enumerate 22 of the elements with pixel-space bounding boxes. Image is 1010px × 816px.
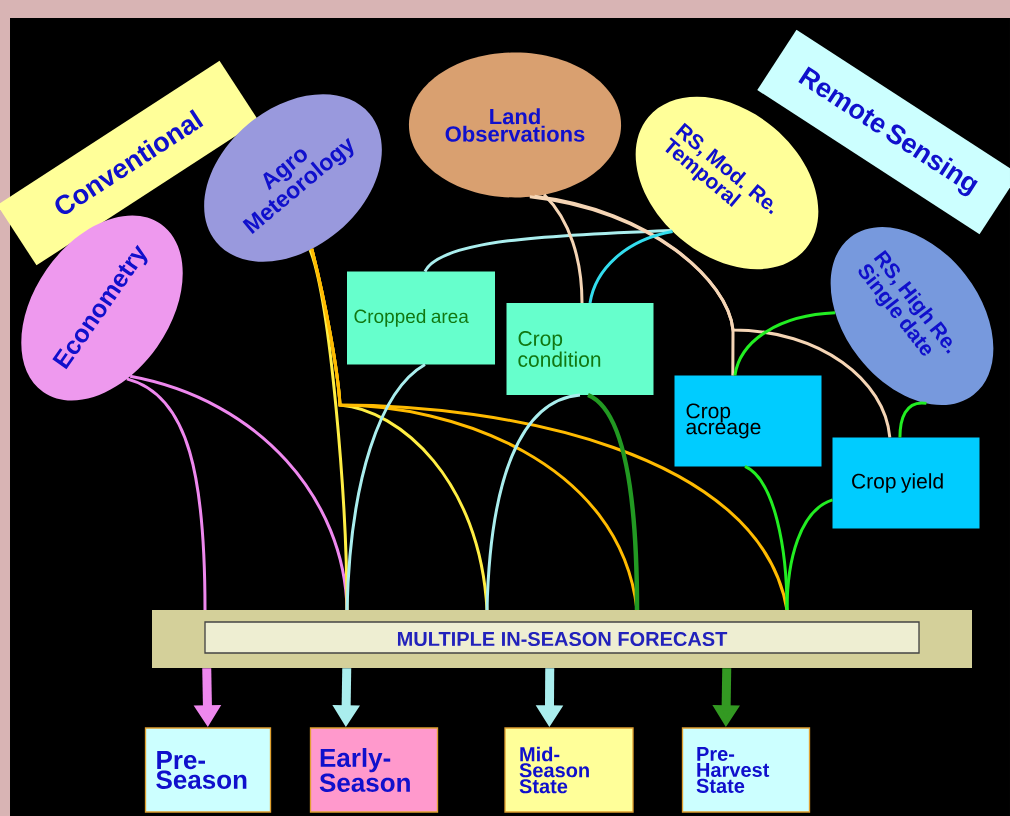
output-box: Cropped area (347, 271, 495, 365)
output-box: Crop condition (506, 303, 654, 395)
connector-line (423, 228, 672, 273)
connector-line (543, 193, 584, 303)
connector-line (785, 498, 834, 610)
output-box: Crop acreage (674, 375, 822, 467)
connector-line (733, 311, 836, 376)
connector-line (485, 393, 581, 611)
stage-box: Pre-Season (144, 727, 272, 813)
connector-line (744, 465, 789, 610)
connector-line (534, 194, 892, 438)
connector-line (126, 377, 207, 610)
connector-line (308, 249, 349, 610)
connector-line (345, 363, 426, 611)
connector-line (529, 195, 735, 376)
connector-line (586, 393, 640, 610)
output-box: Crop yield (832, 437, 980, 529)
connector-line (588, 230, 673, 304)
forecast-bar: MULTIPLE IN-SEASON FORECAST (152, 610, 972, 668)
stage-box: Early-Season (309, 727, 439, 813)
stage-box: Mid-Season State (504, 727, 634, 813)
stage-box: Pre-Harvest State (681, 727, 811, 813)
